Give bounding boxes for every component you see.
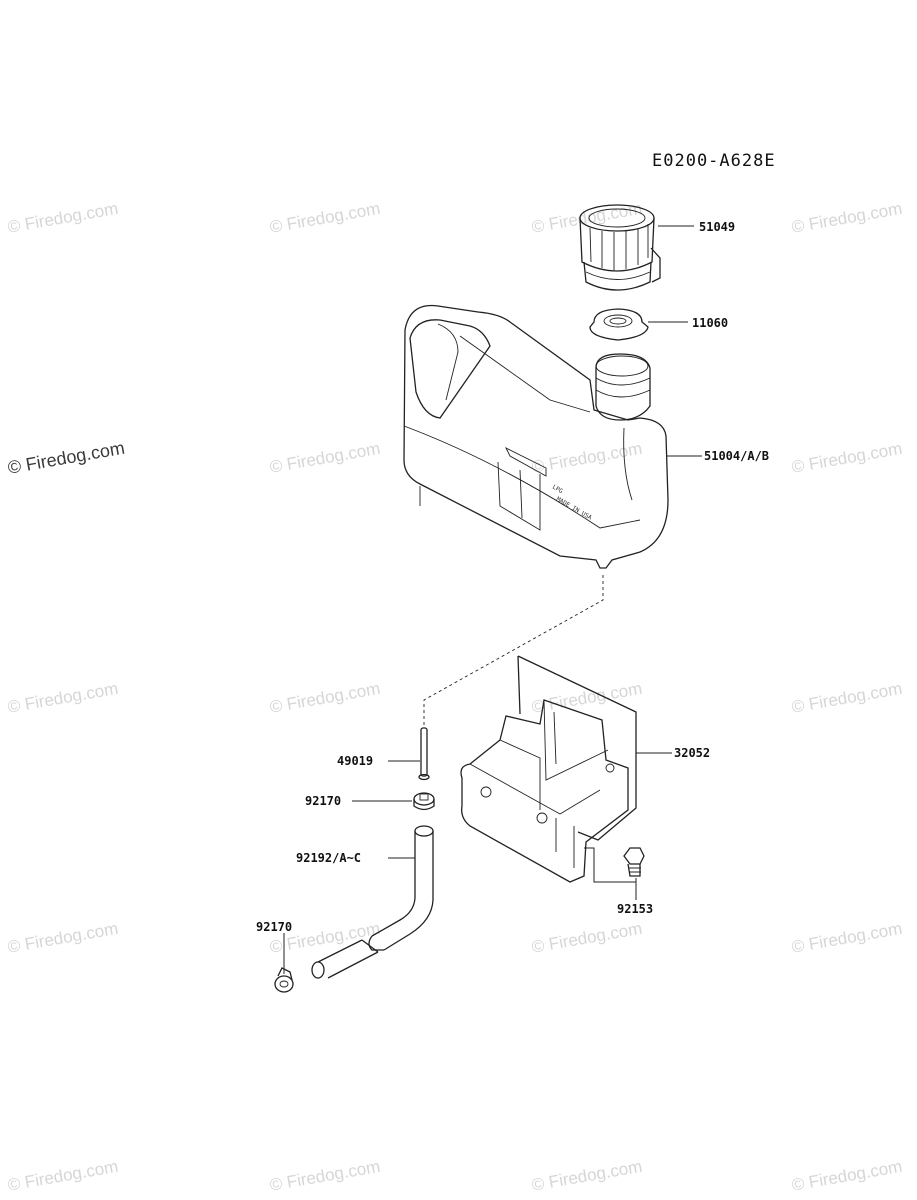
tank-marking-lpg: LPG — [551, 484, 564, 496]
fuel-tank[interactable]: LPG MADE IN USA — [403, 304, 669, 569]
label-part-cap: 51049 — [699, 220, 735, 234]
diagram-code: E0200-A628E — [652, 151, 776, 171]
hose-clamp-lower[interactable] — [274, 967, 294, 993]
assembly-line — [423, 575, 604, 726]
label-part-bracket: 32052 — [674, 746, 710, 760]
label-part-hose: 92192/A~C — [296, 851, 361, 865]
label-part-tank: 51004/A/B — [704, 449, 769, 463]
tank-bracket[interactable] — [460, 655, 637, 883]
label-part-bolt: 92153 — [617, 902, 653, 916]
tank-marking-origin: MADE IN USA — [555, 496, 593, 522]
mounting-bolt[interactable] — [623, 847, 645, 877]
fuel-hose[interactable] — [311, 825, 434, 979]
label-part-clamp-lower: 92170 — [256, 920, 292, 934]
label-part-clamp-upper: 92170 — [305, 794, 341, 808]
fuel-cap[interactable] — [579, 204, 661, 291]
hose-clamp-upper[interactable] — [413, 792, 435, 811]
label-part-gasket: 11060 — [692, 316, 728, 330]
cap-gasket[interactable] — [589, 308, 649, 341]
leader-lines — [283, 225, 702, 974]
label-part-pin: 49019 — [337, 754, 373, 768]
fuel-pin[interactable] — [418, 727, 430, 781]
